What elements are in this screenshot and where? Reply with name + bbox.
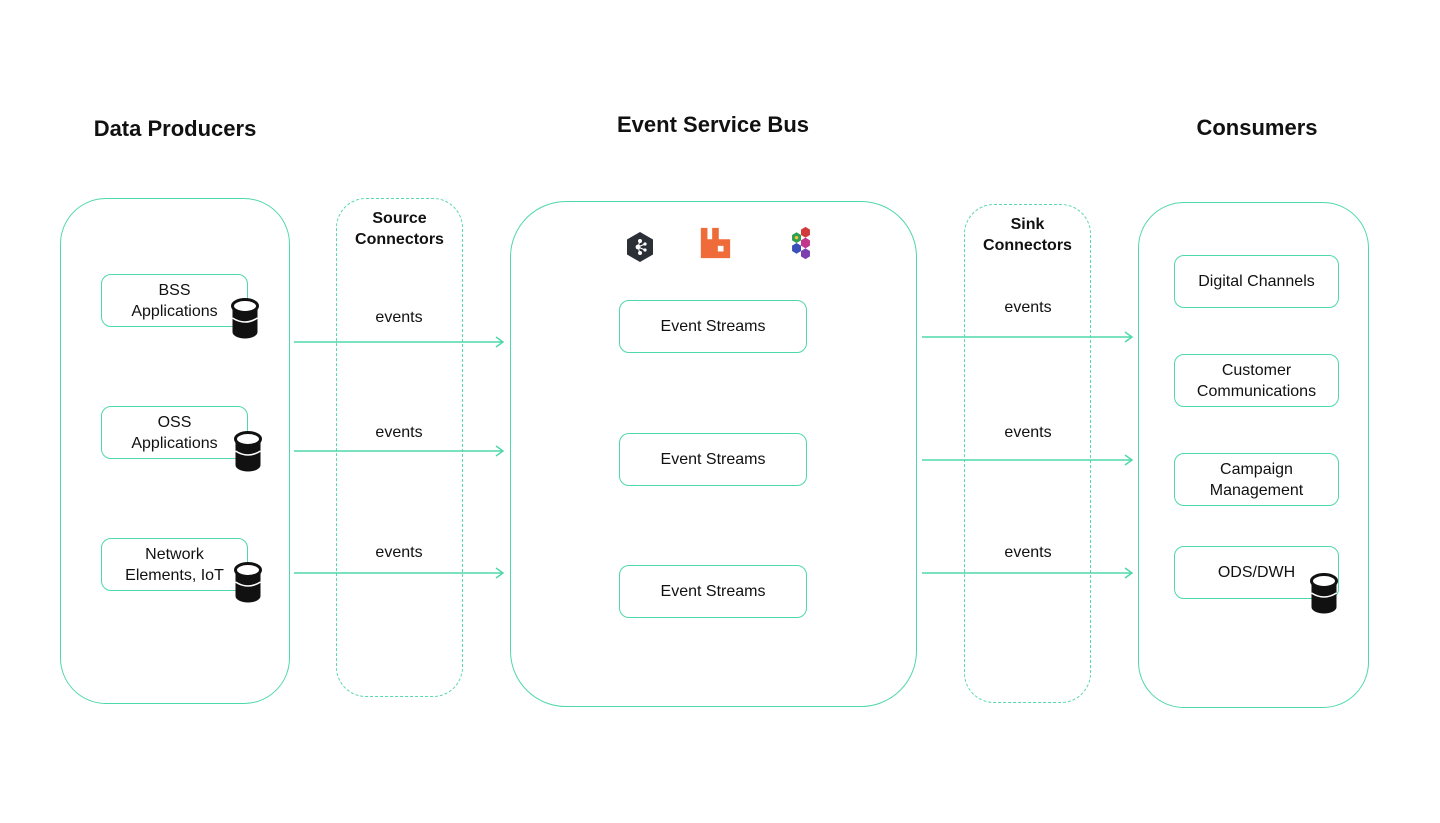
source-events-label: events [375,544,423,561]
sink-connectors-label: Sink Connectors [983,216,1072,254]
source-connectors-label: Source Connectors [355,210,444,248]
source-events-label: events [375,309,423,326]
sink-connectors-region: Sink Connectors [964,204,1091,703]
consumers-title: Consumers [1196,115,1318,140]
sink-events-label: events [1004,544,1052,561]
producer-bss-box: BSS Applications [101,274,248,327]
bus-panel [510,201,917,707]
bus-title: Event Service Bus [617,112,809,137]
producer-network-box: Network Elements, IoT [101,538,248,591]
producers-title: Data Producers [93,116,257,141]
database-icon [1310,573,1338,614]
consumer-customer-communications-box: Customer Communications [1174,354,1339,407]
producer-label: OSS Applications [131,413,218,452]
sink-events-label: events [1004,424,1052,441]
event-streams-label: Event Streams [660,318,766,335]
consumer-label: Customer Communications [1196,361,1317,400]
event-streams-box: Event Streams [619,565,807,618]
event-streams-box: Event Streams [619,300,807,353]
event-streams-label: Event Streams [660,583,766,600]
database-icon [234,431,262,472]
producers-panel [60,198,290,704]
database-icon [231,298,259,339]
source-events-label: events [375,424,423,441]
consumer-label: Digital Channels [1198,273,1315,290]
producer-label: BSS Applications [131,281,218,320]
consumer-label: ODS/DWH [1217,564,1296,581]
source-connectors-region: Source Connectors [336,198,463,697]
producer-oss-box: OSS Applications [101,406,248,459]
consumer-campaign-management-box: Campaign Management [1174,453,1339,506]
hexagon-cluster-icon [792,226,810,260]
database-icon [234,562,262,603]
rabbitmq-icon [700,227,731,259]
consumer-digital-channels-box: Digital Channels [1174,255,1339,308]
producer-label: Network Elements, IoT [125,545,224,584]
kafka-icon [627,232,653,262]
event-streams-label: Event Streams [660,451,766,468]
consumer-label: Campaign Management [1209,460,1304,499]
sink-events-label: events [1004,299,1052,316]
consumers-panel [1138,202,1369,708]
event-streams-box: Event Streams [619,433,807,486]
